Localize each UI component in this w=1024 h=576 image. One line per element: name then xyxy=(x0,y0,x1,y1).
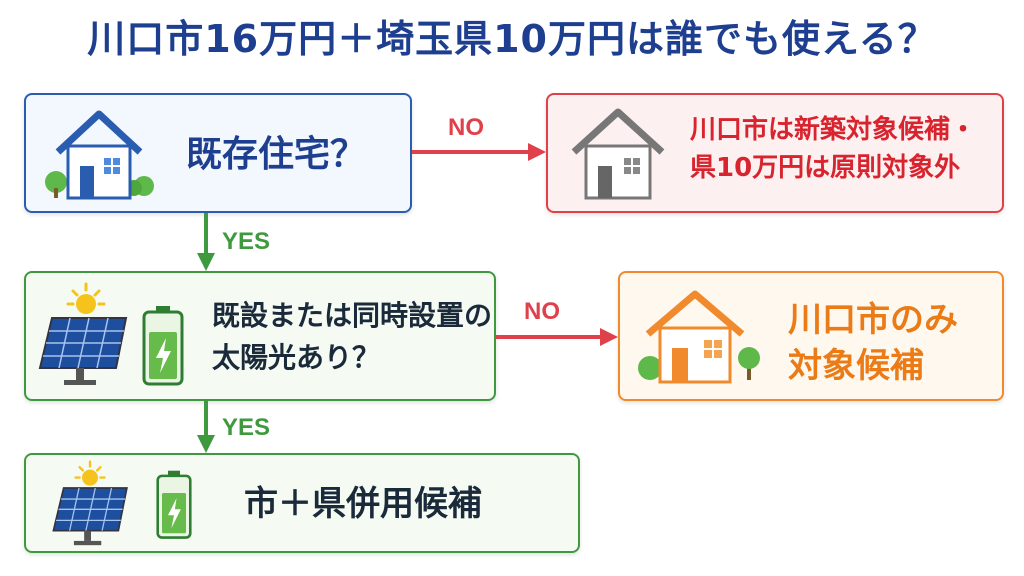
solar-panel-icon xyxy=(52,487,128,546)
combined-label: 市＋県併用候補 xyxy=(244,484,482,524)
yes-arrow-2 xyxy=(197,401,215,453)
solar-panel-icon xyxy=(38,317,128,385)
house-orange-icon xyxy=(638,290,760,384)
new-build-label-line2: 県10万円は原則対象外 xyxy=(690,153,961,183)
no-arrow-2 xyxy=(496,328,618,346)
city-only-line2: 対象候補 xyxy=(788,346,924,386)
battery-icon xyxy=(156,470,192,539)
new-build-label-line1: 川口市は新築対象候補・ xyxy=(690,115,977,145)
sun-icon xyxy=(66,282,106,314)
yes-label-1: YES xyxy=(222,228,271,255)
existing-housing-label: 既存住宅？ xyxy=(186,134,367,175)
battery-icon xyxy=(142,306,184,386)
yes-arrow-1 xyxy=(197,213,215,271)
sun-icon xyxy=(74,460,106,486)
solar-question-line2: 太陽光あり？ xyxy=(212,341,381,374)
no-label-2: NO xyxy=(524,298,560,325)
solar-question-line1: 既設または同時設置の xyxy=(212,299,493,332)
no-label-1: NO xyxy=(448,114,484,141)
yes-label-2: YES xyxy=(222,414,271,441)
house-blue-icon xyxy=(45,110,154,200)
no-arrow-1 xyxy=(412,143,546,161)
house-gray-icon xyxy=(571,108,665,200)
city-only-line1: 川口市のみ xyxy=(788,300,958,340)
page-title: 川口市16万円＋埼玉県10万円は誰でも使える？ xyxy=(87,17,937,61)
